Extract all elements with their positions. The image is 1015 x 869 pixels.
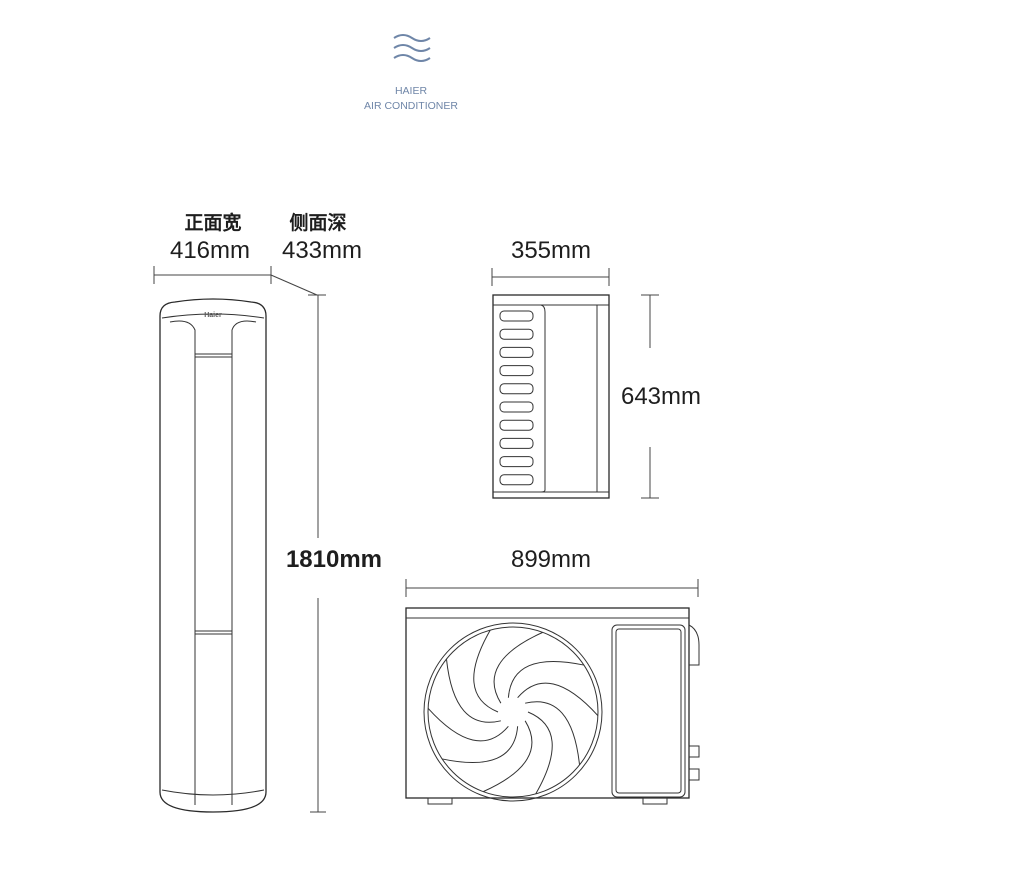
fan-blade [493, 631, 543, 704]
fan-blade [442, 726, 519, 763]
fan-blade [483, 720, 533, 793]
indoor-width-value: 416mm [170, 237, 250, 264]
logo-line2: AIR CONDITIONER [364, 100, 458, 112]
outdoor-width-dimension-line [405, 579, 699, 597]
fan-blades [427, 629, 599, 795]
brand-mark: Haier [204, 312, 222, 319]
outdoor-depth-value: 355mm [511, 237, 591, 264]
indoor-height-dimension-line [310, 295, 326, 813]
width-label: 正面宽 [184, 211, 241, 234]
outdoor-width-value: 899mm [511, 546, 591, 573]
indoor-width-dimension-line [153, 266, 326, 296]
logo-line1: HAIER [395, 85, 428, 97]
outdoor-side-view [492, 294, 610, 499]
fan-blade [517, 682, 599, 717]
waves-icon [393, 34, 431, 62]
indoor-depth-value: 433mm [282, 237, 362, 264]
vent-slot [499, 383, 534, 395]
outdoor-height-value: 643mm [621, 383, 701, 410]
vent-slot [499, 365, 534, 377]
fan-blade [525, 701, 581, 765]
indoor-height-value: 1810mm [286, 546, 382, 573]
outdoor-height-dimension-line [641, 294, 659, 499]
fan-blade [527, 711, 553, 795]
vent-slot [499, 328, 534, 340]
fan-blade [507, 661, 584, 698]
vent-slot [499, 474, 534, 486]
indoor-unit: Haier [159, 298, 267, 813]
outdoor-front-view [405, 607, 700, 805]
vent-slot [499, 456, 534, 468]
fan-blade [445, 659, 501, 723]
outdoor-depth-dimension-line [491, 268, 610, 286]
vent-slot [499, 437, 534, 449]
depth-label: 侧面深 [289, 211, 346, 234]
fan-blade [427, 707, 509, 742]
vent-slot [499, 346, 534, 358]
vent-slot [499, 310, 534, 322]
fan-blade [473, 629, 499, 713]
vent-slot [499, 401, 534, 413]
vent-slot [499, 419, 534, 431]
